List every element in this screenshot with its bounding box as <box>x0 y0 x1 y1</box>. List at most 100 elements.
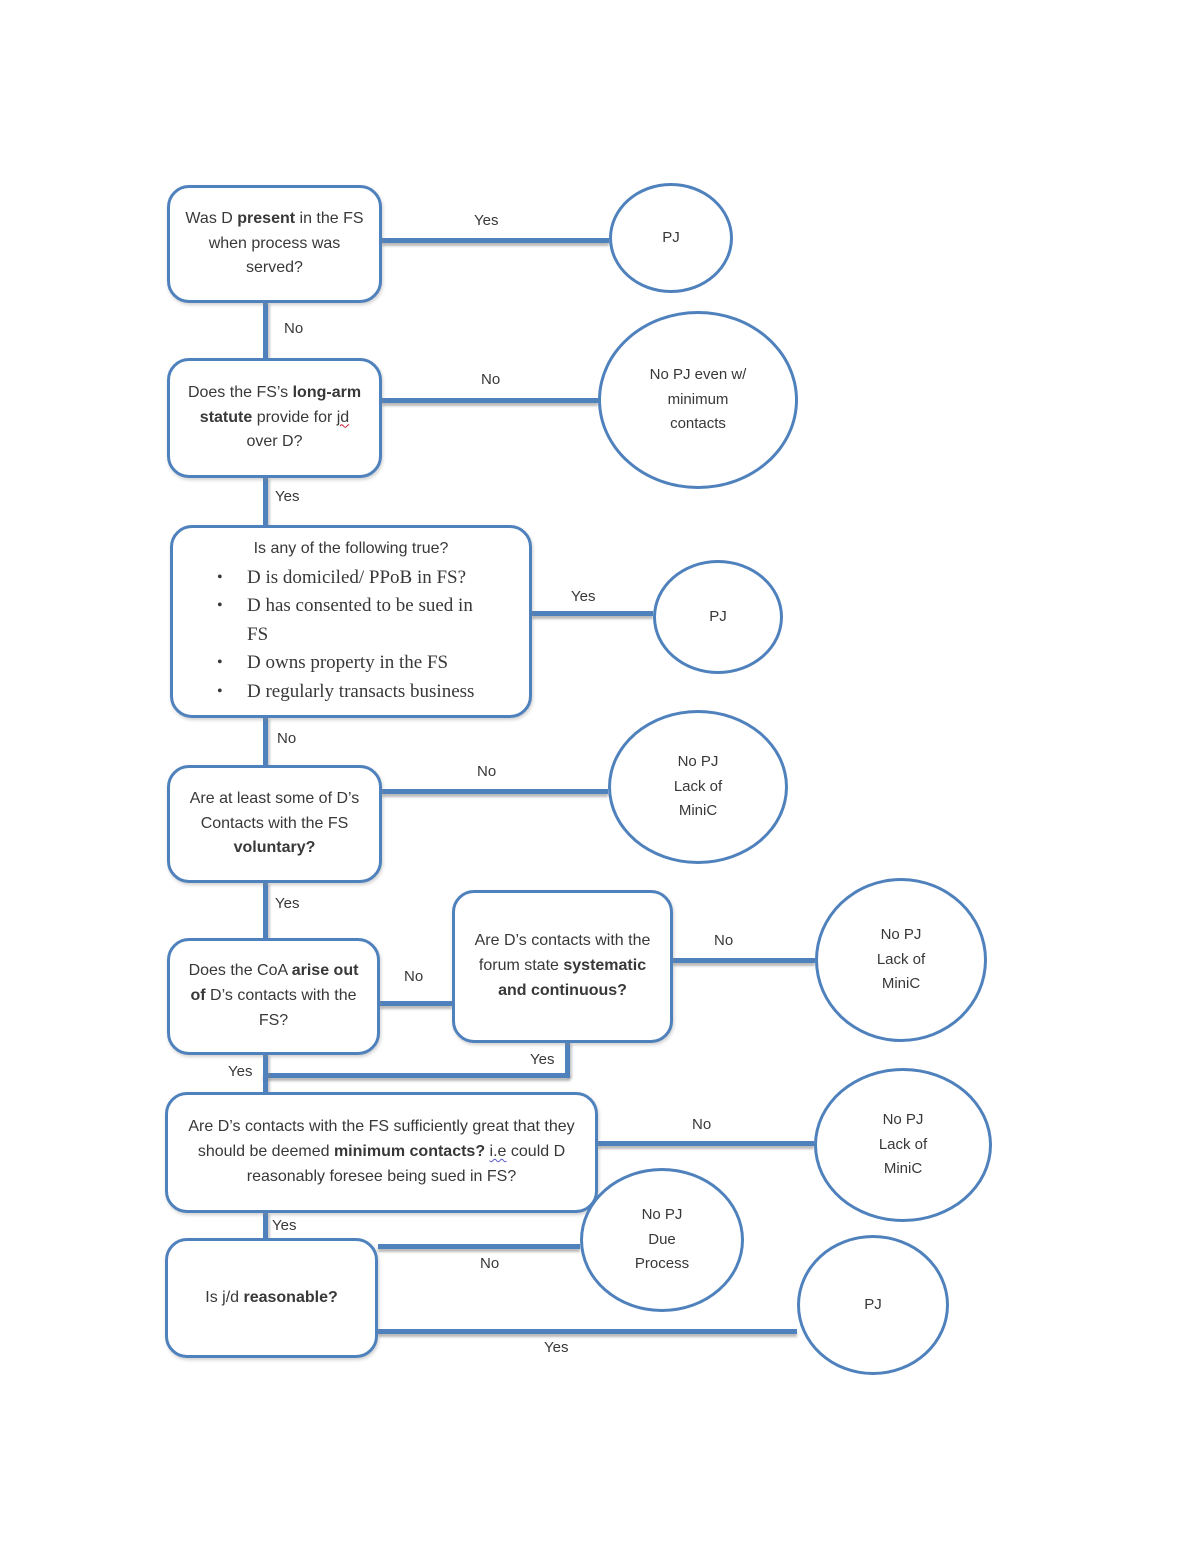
outcome-text: No PJ even w/ <box>649 365 747 383</box>
text-segment-bold: long-arm statute <box>199 383 362 426</box>
node-systematic-question: Are D’s contacts with the forum state sy… <box>452 890 673 1043</box>
edge-minimum-yes-line <box>263 1213 268 1238</box>
node-minimum-contacts-question: Are D’s contacts with the FS sufficientl… <box>165 1092 598 1213</box>
outcome-text: Process <box>634 1255 690 1273</box>
edge-label-systematic-no: No <box>714 932 734 949</box>
node-present-question: Was D present in the FS when process was… <box>167 185 382 303</box>
text-segment: Does the FS’s <box>187 383 293 401</box>
outcome-pj-top: PJ <box>609 183 733 293</box>
enumerated-title: Is any of the following true? <box>253 539 449 557</box>
edge-present-yes-line <box>382 238 609 243</box>
edge-label-minimum-yes: Yes <box>272 1217 297 1234</box>
edge-minimum-no-line <box>598 1141 814 1146</box>
enumerated-bullet-list: •D is domiciled/ PPoB in FS? • D has cons… <box>217 564 485 707</box>
bullet-item: • D owns property in the FS <box>217 649 485 678</box>
edge-voluntary-yes-line <box>263 883 268 938</box>
node-minimum-contacts-text: Are D’s contacts with the FS sufficientl… <box>182 1115 581 1189</box>
outcome-text: contacts <box>670 415 726 433</box>
edge-label-coa-yes: Yes <box>228 1063 253 1080</box>
text-segment-bold: present <box>237 209 296 227</box>
outcome-no-pj-lack-of-minic-2: No PJ Lack of MiniC <box>815 878 987 1042</box>
text-segment-bold: minimum contacts? <box>333 1143 486 1161</box>
text-segment: Was D <box>185 209 238 227</box>
text-segment: Does the CoA <box>188 962 292 980</box>
edge-coa-no-line <box>380 1001 452 1006</box>
edge-label-coa-no: No <box>404 968 424 985</box>
text-segment: in the FS when process was served? <box>208 209 364 277</box>
text-segment: provide for <box>252 408 337 426</box>
text-segment-bold: arise out of <box>190 962 359 1005</box>
outcome-text: MiniC <box>883 1160 923 1178</box>
outcome-text: Lack of <box>878 1135 928 1153</box>
node-present-text: Was D present in the FS when process was… <box>184 207 365 281</box>
outcome-text: PJ <box>864 1295 882 1313</box>
edge-coa-yes-line <box>263 1055 268 1092</box>
text-segment-bold: systematic and continuous? <box>498 957 647 999</box>
edge-label-reasonable-no: No <box>480 1255 500 1272</box>
edge-label-longarm-no: No <box>481 371 501 388</box>
bullet-item: • D regularly transacts business <box>217 678 485 707</box>
bullet-glyph: • <box>217 597 223 615</box>
edge-label-systematic-yes: Yes <box>530 1051 555 1068</box>
text-segment-grammar-flag: i.e <box>489 1143 507 1161</box>
edge-reasonable-no-line <box>378 1244 580 1249</box>
outcome-text: No PJ <box>882 1110 924 1128</box>
text-segment: Are at least some of D’s Contacts with t… <box>189 789 360 832</box>
text-segment: Are D’s contacts with the FS sufficientl… <box>188 1118 575 1161</box>
text-segment: Are D’s contacts with the forum state <box>474 932 651 975</box>
edge-label-voluntary-yes: Yes <box>275 895 300 912</box>
node-reasonable-question: Is j/d reasonable? <box>165 1238 378 1358</box>
text-segment: over D? <box>246 433 303 451</box>
outcome-text: Lack of <box>673 777 723 795</box>
edge-label-longarm-yes: Yes <box>275 488 300 505</box>
outcome-text: Due <box>648 1230 676 1248</box>
outcome-pj-mid: PJ <box>653 560 783 674</box>
outcome-text: minimum <box>667 390 729 408</box>
edge-label-minimum-no: No <box>692 1116 712 1133</box>
text-segment-bold: reasonable? <box>243 1288 338 1306</box>
text-segment: could D reasonably foresee being sued in… <box>246 1143 566 1185</box>
edge-label-enumerated-yes: Yes <box>571 588 596 605</box>
bullet-text: D owns property in the FS <box>247 652 449 674</box>
text-segment-misspelled: jd <box>336 408 350 426</box>
outcome-text: PJ <box>709 607 727 625</box>
edge-systematic-yes-line-vertical <box>565 1043 570 1078</box>
edge-longarm-yes-line <box>263 478 268 525</box>
outcome-text: MiniC <box>881 975 921 993</box>
node-voluntary-question: Are at least some of D’s Contacts with t… <box>167 765 382 883</box>
edge-longarm-no-line <box>382 398 598 403</box>
outcome-text: No PJ <box>880 925 922 943</box>
edge-systematic-yes-line-horizontal <box>263 1073 570 1078</box>
edge-label-reasonable-yes: Yes <box>544 1339 569 1356</box>
node-systematic-text: Are D’s contacts with the forum state sy… <box>469 929 656 1003</box>
edge-enumerated-no-line <box>263 718 268 765</box>
bullet-text: D has consented to be sued in FS <box>247 595 473 645</box>
edge-present-no-line <box>263 303 268 358</box>
bullet-glyph: • <box>217 682 223 700</box>
bullet-glyph: • <box>217 568 223 586</box>
edge-label-enumerated-no: No <box>277 730 297 747</box>
node-longarm-question: Does the FS’s long-arm statute provide f… <box>167 358 382 478</box>
bullet-item: • D has consented to be sued in FS <box>217 592 485 649</box>
node-coa-question: Does the CoA arise out of D’s contacts w… <box>167 938 380 1055</box>
outcome-text: No PJ <box>677 752 719 770</box>
bullet-item: •D is domiciled/ PPoB in FS? <box>217 564 485 593</box>
outcome-pj-bottom: PJ <box>797 1235 949 1375</box>
outcome-text: Lack of <box>876 950 926 968</box>
node-longarm-text: Does the FS’s long-arm statute provide f… <box>184 381 365 455</box>
node-coa-text: Does the CoA arise out of D’s contacts w… <box>184 959 363 1033</box>
outcome-no-pj-due-process: No PJ Due Process <box>580 1168 744 1312</box>
outcome-text: No PJ <box>641 1205 683 1223</box>
edge-label-present-no: No <box>284 320 304 337</box>
edge-label-voluntary-no: No <box>477 763 497 780</box>
bullet-text: D regularly transacts business <box>247 680 475 702</box>
edge-systematic-no-line <box>673 958 815 963</box>
text-segment: Is j/d <box>205 1288 244 1306</box>
bullet-glyph: • <box>217 654 223 672</box>
edge-reasonable-yes-line <box>378 1329 797 1334</box>
outcome-no-pj-lack-of-minic-1: No PJ Lack of MiniC <box>608 710 788 864</box>
edge-label-present-yes: Yes <box>474 212 499 229</box>
edge-enumerated-yes-line <box>532 611 653 616</box>
outcome-text: MiniC <box>678 802 718 820</box>
